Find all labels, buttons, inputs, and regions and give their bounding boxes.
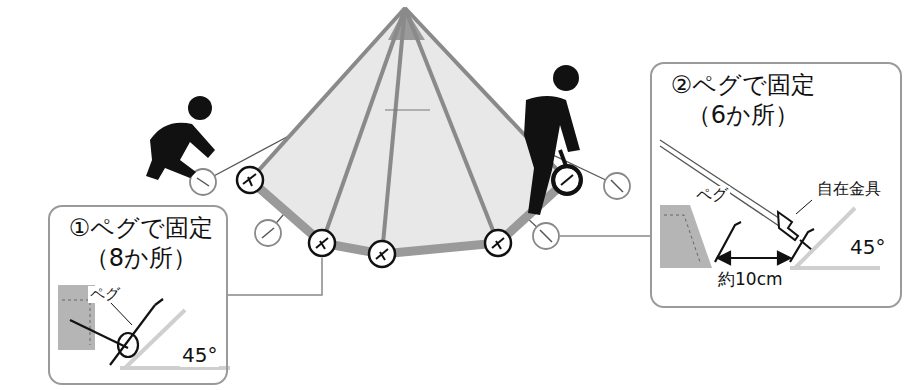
part-label: ペグ: [694, 186, 730, 204]
part-label: ペグ: [88, 286, 122, 303]
part-label: 自在金具: [815, 180, 883, 198]
part-label: 約10cm: [716, 270, 785, 290]
part-label: 45°: [180, 344, 219, 367]
part-label: 45°: [848, 236, 887, 259]
callout-heading: ②ペグで固定 （6か所）: [658, 70, 828, 130]
callout-heading: ①ペグで固定 （8か所）: [56, 213, 226, 273]
